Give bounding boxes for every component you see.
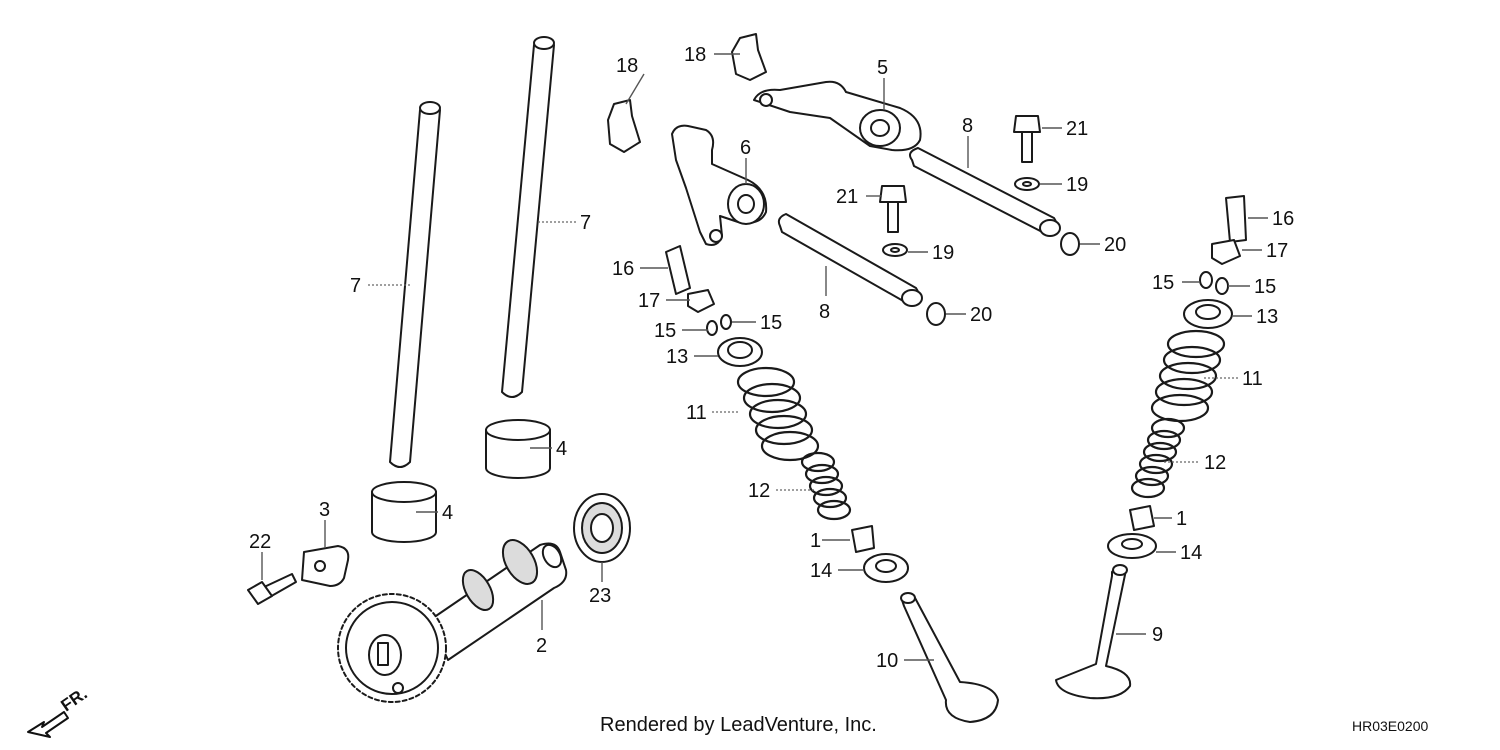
callout-15: 15 (654, 320, 676, 342)
rocker-shaft-lower (777, 213, 923, 307)
callout-10: 10 (876, 650, 898, 672)
o-ring-lower (926, 302, 946, 326)
callout-11: 11 (686, 402, 707, 424)
callout-18: 18 (616, 55, 638, 77)
tappet-adjusting-screw-right (1225, 195, 1247, 243)
callout-19: 19 (932, 242, 954, 264)
callout-13: 13 (666, 346, 688, 368)
callout-7: 7 (350, 275, 361, 297)
valve-spring-inner-right (1130, 417, 1186, 499)
callout-23: 23 (589, 585, 611, 607)
lock-nut-left (687, 289, 715, 313)
washer-upper (1014, 177, 1040, 191)
callout-15: 15 (1254, 276, 1276, 298)
callout-11: 11 (1242, 368, 1263, 390)
callout-17: 17 (638, 290, 660, 312)
callout-15: 15 (760, 312, 782, 334)
callout-16: 16 (1272, 208, 1294, 230)
flange-bolt-lower (879, 185, 907, 233)
callout-12: 12 (748, 480, 770, 502)
callout-1: 1 (810, 530, 821, 552)
o-ring-upper (1060, 232, 1080, 256)
callout-4: 4 (442, 502, 453, 524)
diagram-code: HR03E0200 (1352, 718, 1428, 734)
clip-upper (731, 33, 767, 81)
callout-21: 21 (1066, 118, 1088, 140)
valve-spring-inner-left (800, 451, 852, 521)
callout-13: 13 (1256, 306, 1278, 328)
tappet-adjusting-screw-left (665, 245, 691, 295)
intake-valve (1055, 564, 1132, 700)
valve-cotter-left (706, 314, 732, 336)
callout-3: 3 (319, 499, 330, 521)
front-label: FR. (57, 684, 90, 715)
front-direction-indicator: FR. (27, 684, 91, 738)
valve-spring-retainer-left (717, 337, 763, 367)
callout-16: 16 (612, 258, 634, 280)
callout-21: 21 (836, 186, 858, 208)
callout-20: 20 (1104, 234, 1126, 256)
callout-22: 22 (249, 531, 271, 553)
callout-20: 20 (970, 304, 992, 326)
leader-lines (261, 53, 1268, 661)
flange-bolt-small (247, 573, 297, 605)
flange-bolt-upper (1013, 115, 1041, 163)
spring-seat-right (1107, 533, 1157, 559)
callout-6: 6 (740, 137, 751, 159)
valve-stem-seal-right (1129, 505, 1155, 531)
callout-1: 1 (1176, 508, 1187, 530)
washer-lower (882, 243, 908, 257)
callout-4: 4 (556, 438, 567, 460)
camshaft-assembly (337, 539, 568, 703)
callout-15: 15 (1152, 272, 1174, 294)
callout-5: 5 (877, 57, 888, 79)
spring-seat-left (863, 553, 909, 583)
lock-nut-right (1211, 239, 1241, 265)
camshaft-bearing (573, 493, 631, 563)
valve-lifter-lower (371, 481, 437, 543)
push-rod-right (501, 36, 555, 398)
push-rod-left (389, 101, 441, 468)
render-credit: Rendered by LeadVenture, Inc. (600, 714, 877, 736)
valve-spring-outer-left (736, 366, 820, 462)
rocker-shaft-upper (909, 147, 1061, 237)
callout-8: 8 (962, 115, 973, 137)
front-arrow-icon (27, 711, 69, 738)
callout-14: 14 (810, 560, 832, 582)
valve-lifter-upper (485, 419, 551, 479)
rocker-arm-upper (753, 80, 922, 152)
callout-labels: 18 18 5 6 7 7 8 8 21 21 19 19 20 20 16 1… (249, 44, 1294, 672)
valve-spring-retainer-right (1183, 299, 1233, 329)
camshaft-holder-plate (301, 545, 350, 587)
callout-12: 12 (1204, 452, 1226, 474)
callout-7: 7 (580, 212, 591, 234)
callout-19: 19 (1066, 174, 1088, 196)
callout-18: 18 (684, 44, 706, 66)
callout-9: 9 (1152, 624, 1163, 646)
callout-14: 14 (1180, 542, 1202, 564)
callout-8: 8 (819, 301, 830, 323)
valve-cotter-right (1199, 271, 1229, 295)
exhaust-valve (900, 592, 999, 723)
callout-2: 2 (536, 635, 547, 657)
clip-lower (607, 99, 641, 153)
valve-stem-seal-left (851, 525, 875, 553)
valve-spring-outer-right (1150, 329, 1226, 423)
callout-17: 17 (1266, 240, 1288, 262)
rocker-arm-lower (671, 124, 768, 246)
